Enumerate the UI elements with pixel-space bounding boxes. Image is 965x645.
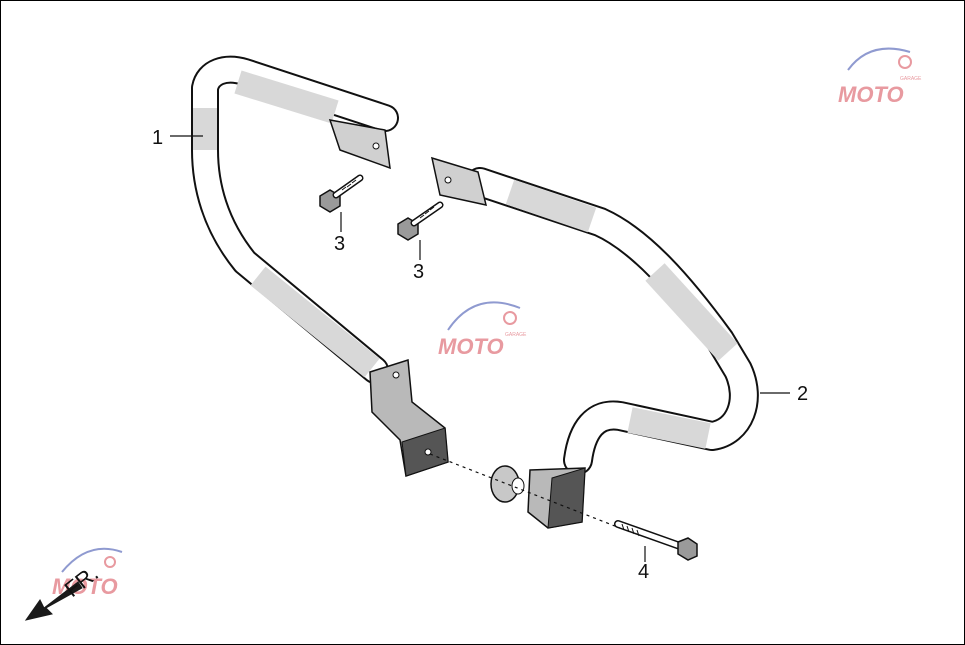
watermark-bottom-left: MOTO [52,547,123,599]
watermark-center: MOTO GARAGE [438,301,527,359]
svg-text:GARAGE: GARAGE [900,76,922,82]
part-2-right-guard-bar [430,156,759,529]
callout-2: 2 [797,383,808,405]
callout-leaders [170,135,790,562]
part-4-long-bolt [614,520,698,561]
callout-3-left: 3 [334,233,345,255]
part-3-bolt-left [319,174,364,213]
front-direction-arrow-icon [24,581,83,621]
callout-1: 1 [152,127,163,149]
svg-text:GARAGE: GARAGE [505,332,527,338]
assembly-line [429,453,621,529]
callout-3-right: 3 [413,261,424,283]
svg-text:MOTO: MOTO [438,334,504,359]
part-1-left-guard-bar [191,55,449,477]
svg-text:MOTO: MOTO [838,82,904,107]
part-3-bolt-right [397,201,444,241]
callout-4: 4 [638,561,649,583]
watermark-top-right: MOTO GARAGE [838,47,922,107]
